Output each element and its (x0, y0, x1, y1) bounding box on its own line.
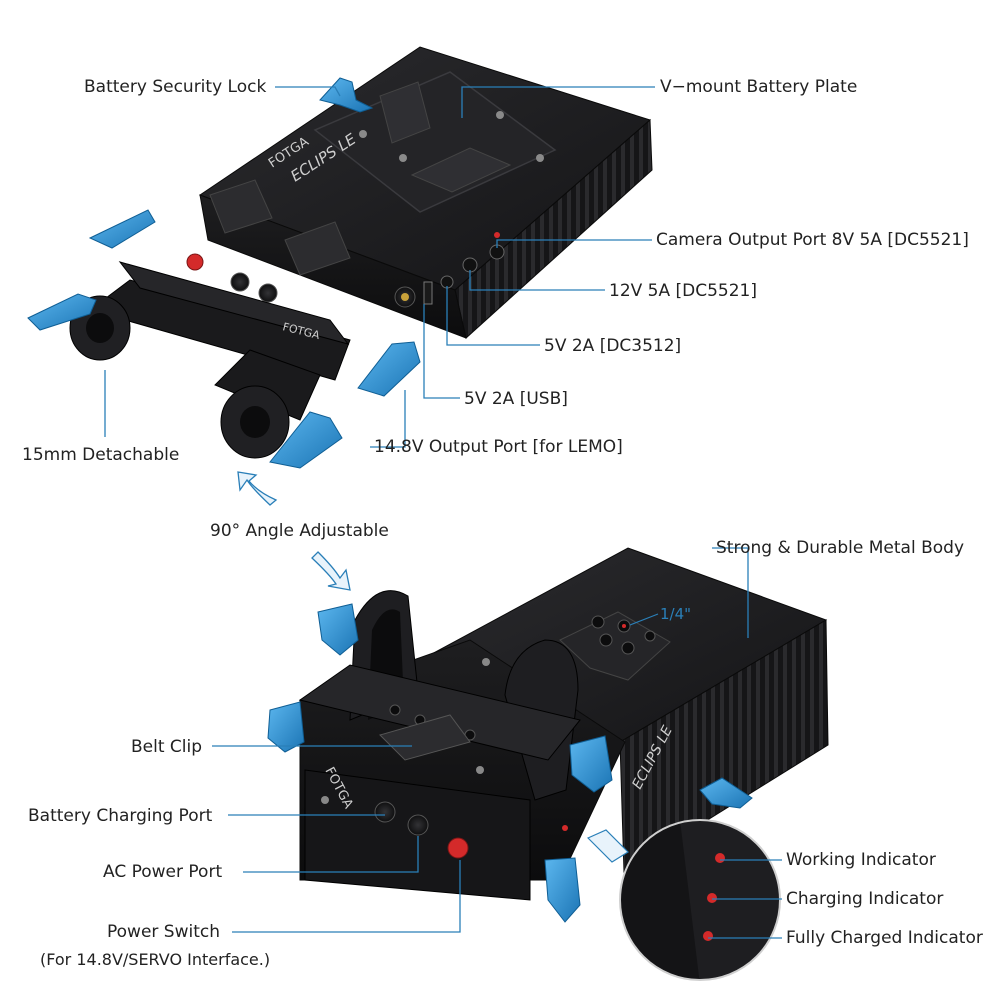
knob-bottom-1 (317, 603, 359, 656)
label-working-indicator: Working Indicator (786, 850, 936, 870)
knob-upper-left (88, 209, 156, 249)
label-charging-port: Battery Charging Port (28, 806, 213, 826)
label-belt-clip: Belt Clip (131, 737, 203, 757)
label-power-switch: Power Switch (107, 922, 221, 942)
indicator-inset (619, 819, 781, 981)
label-5v-dc-output: 5V 2A [DC3512] (544, 336, 682, 356)
callout-lines (104, 86, 782, 939)
belt-clip (379, 714, 471, 761)
label-lemo-output: 14.8V Output Port [for LEMO] (374, 437, 623, 457)
inset-pointer (586, 829, 629, 863)
knob-bottom-4 (544, 857, 581, 923)
top-port-panel (186, 232, 505, 308)
quarter-inch-mount (559, 611, 671, 681)
label-v-mount-plate: V−mount Battery Plate (660, 77, 858, 97)
label-fully-charged-indicator: Fully Charged Indicator (786, 928, 983, 948)
knob-bottom (269, 411, 343, 469)
label-detachable: 15mm Detachable (22, 445, 180, 465)
quarter-inch-label: 1/4" (660, 605, 691, 623)
bottom-device: FOTGA ECLIPS LE (267, 547, 829, 923)
label-battery-security-lock: Battery Security Lock (84, 77, 267, 97)
knob-left (27, 293, 97, 331)
label-metal-body: Strong & Durable Metal Body (716, 538, 965, 558)
label-camera-output: Camera Output Port 8V 5A [DC5521] (656, 230, 969, 250)
knob-bottom-2 (267, 701, 305, 753)
knob-front-right (357, 341, 421, 397)
top-device: FOTGA ECLIPS LE FOTGA (27, 46, 653, 469)
rod-clamp-bottom (298, 590, 581, 801)
label-5v-usb-output: 5V 2A [USB] (464, 389, 568, 409)
label-12v-output: 12V 5A [DC5521] (609, 281, 758, 301)
knob-bottom-3 (569, 735, 613, 793)
v-mount-plate (313, 71, 557, 213)
bottom-port-panel: FOTGA (304, 765, 531, 901)
label-charging-indicator: Charging Indicator (786, 889, 944, 909)
label-angle-adjustable: 90° Angle Adjustable (210, 521, 389, 541)
label-ac-port: AC Power Port (103, 862, 223, 882)
angle-arrows (237, 471, 351, 591)
knob-bottom-5 (699, 777, 753, 809)
rod-clamp: FOTGA (69, 261, 351, 459)
label-power-switch-note: (For 14.8V/SERVO Interface.) (40, 950, 271, 969)
